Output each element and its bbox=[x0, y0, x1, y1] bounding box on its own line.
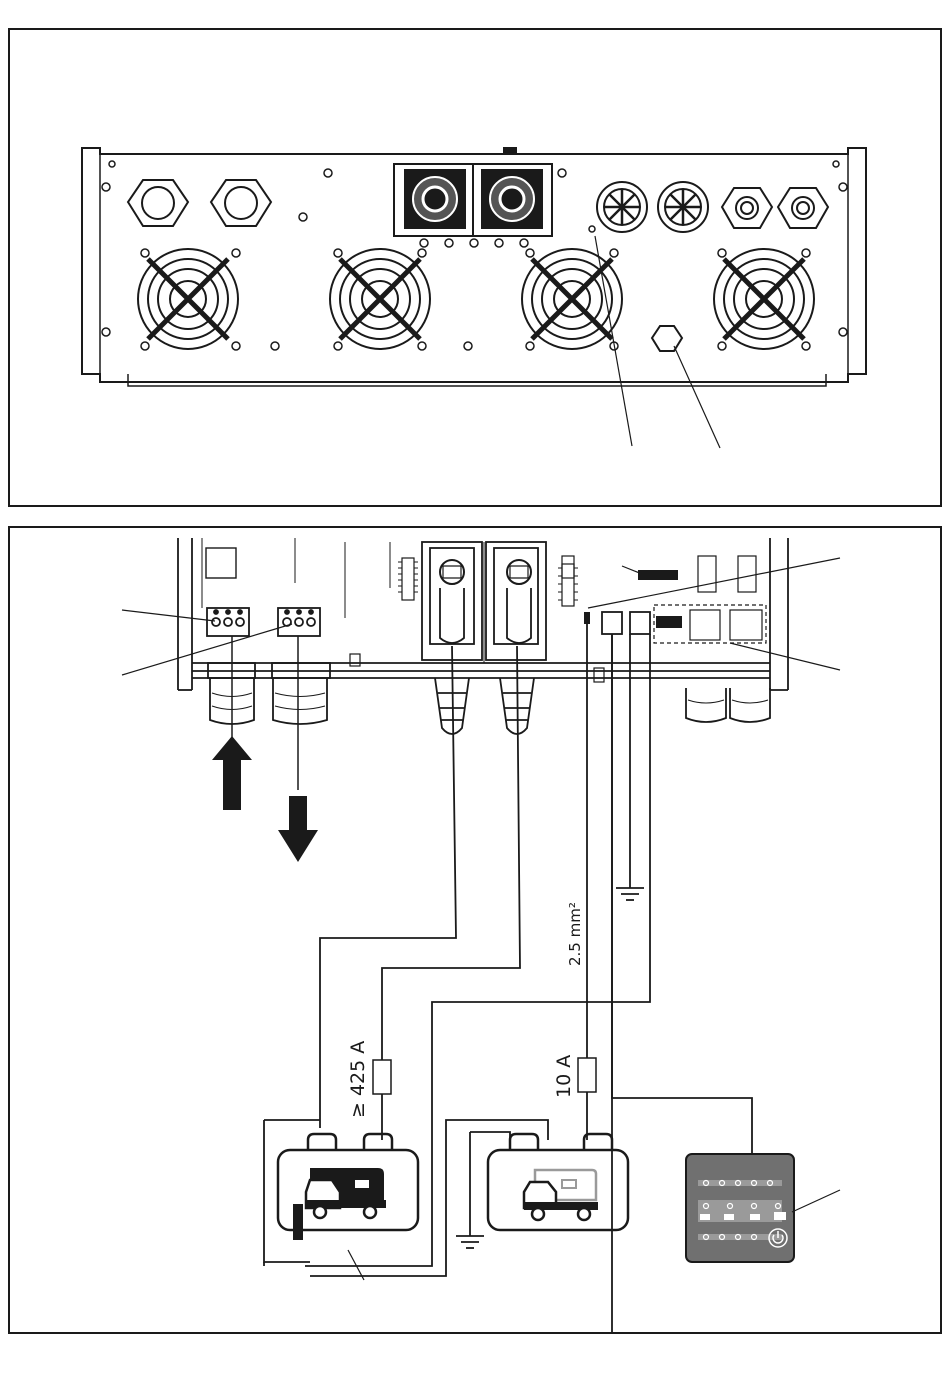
dc-cable-positive bbox=[320, 646, 456, 1128]
grounding-stud bbox=[652, 326, 682, 351]
small-gland-4 bbox=[778, 188, 828, 228]
ac-output-terminal bbox=[278, 608, 320, 636]
ac-cable-glands bbox=[208, 663, 330, 724]
sense-cable-cross-section-label: 2.5 mm² bbox=[566, 902, 584, 966]
device-bottom-view-panel bbox=[8, 28, 942, 507]
cable-gland-left-2 bbox=[211, 180, 271, 226]
ground-symbol-device bbox=[616, 888, 644, 900]
sense-fuse bbox=[578, 1058, 596, 1092]
fan-1 bbox=[138, 249, 238, 349]
starter-battery-main bbox=[278, 1134, 418, 1240]
dc-busbar-negative bbox=[486, 542, 546, 660]
fan-4 bbox=[714, 249, 814, 349]
dip-switch-upper bbox=[638, 570, 678, 580]
small-gland-1 bbox=[597, 182, 647, 232]
dc-fuse-label: ≥ 425 A bbox=[347, 1041, 369, 1118]
wiring-diagram-drawing: ≥ 425 A 10 A 2.5 mm² bbox=[10, 528, 940, 1332]
ground-symbol-battery bbox=[456, 1236, 484, 1248]
device-bottom-view-drawing bbox=[10, 30, 940, 505]
wiring-diagram-panel: ≥ 425 A 10 A 2.5 mm² bbox=[8, 526, 942, 1334]
remote-connector-2 bbox=[630, 612, 650, 634]
callout-line-sense bbox=[588, 558, 840, 608]
service-battery-main bbox=[488, 1134, 628, 1230]
remote-connector-1 bbox=[602, 612, 622, 634]
ac-input-terminal bbox=[207, 608, 249, 636]
callout-line-ground bbox=[674, 346, 720, 448]
ac-input-arrow bbox=[212, 736, 252, 810]
sense-fuse-label: 10 A bbox=[553, 1055, 575, 1098]
callout-line-control bbox=[730, 643, 840, 670]
ac-output-arrow bbox=[278, 796, 318, 862]
cable-gland-left-1 bbox=[128, 180, 188, 226]
dc-busbar-positive bbox=[422, 542, 482, 660]
callout-line-ac-in bbox=[122, 610, 215, 621]
dc-fuse bbox=[373, 1060, 391, 1094]
fan-3 bbox=[522, 249, 622, 349]
sense-terminal bbox=[584, 612, 590, 624]
small-gland-2 bbox=[658, 182, 708, 232]
small-gland-3 bbox=[722, 188, 772, 228]
fan-2 bbox=[330, 249, 430, 349]
remote-control-panel bbox=[686, 1154, 794, 1262]
callout-line-remote bbox=[792, 1190, 840, 1212]
